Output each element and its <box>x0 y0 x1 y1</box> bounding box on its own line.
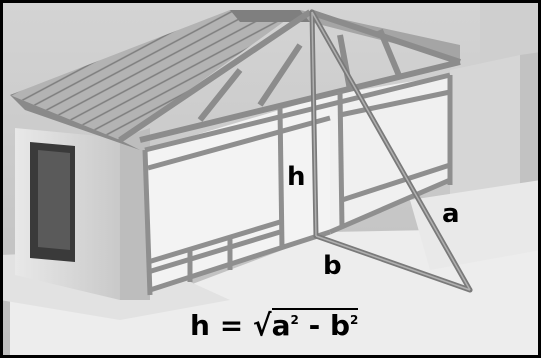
formula-minus: - <box>308 309 321 342</box>
floor-slab <box>10 228 541 358</box>
label-a: a <box>442 199 460 229</box>
roof-truss <box>118 9 461 143</box>
label-b: b <box>323 251 342 281</box>
exponent-a: 2 <box>290 313 299 327</box>
formula-term-a: a <box>271 309 291 342</box>
label-h: h <box>287 162 306 192</box>
exponent-b: 2 <box>350 313 359 327</box>
formula-term-b: b <box>329 309 351 342</box>
roof <box>10 10 300 140</box>
radicand: a2 - b2 <box>271 308 359 342</box>
formula-equals: = <box>219 309 244 342</box>
formula: h = √a2 - b2 <box>190 308 359 343</box>
steel-frame <box>142 72 453 296</box>
root-sign: √ <box>252 308 272 343</box>
formula-lhs: h <box>190 309 210 342</box>
square-root: √a2 - b2 <box>252 308 359 343</box>
